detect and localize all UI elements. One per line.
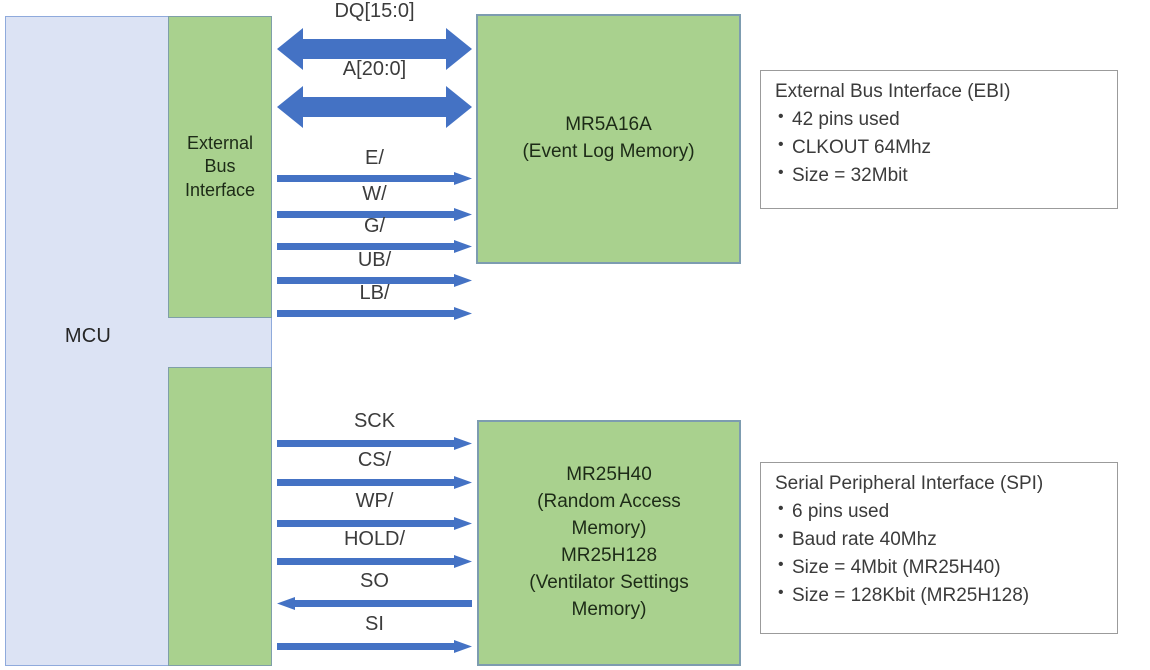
signal-g-label: G/ [363,215,386,237]
mem-bot-line-6: Memory) [571,598,647,620]
signal-lb-arrow-right [277,307,472,320]
signal-wp-arrow-right [277,517,472,530]
memory-block-mr5a16a-label: MR5A16A (Event Log Memory) [522,112,694,166]
mcu-ebi-label-line-2: Bus [204,156,236,177]
callout-spi-title: Serial Peripheral Interface (SPI) [775,473,1044,494]
signal-si-arrow-right [277,640,472,653]
mem-bot-line-5: (Ventilator Settings [529,571,689,593]
signal-sck-arrow-right [277,437,472,450]
mem-top-line-2: (Event Log Memory) [522,141,695,162]
mem-top-line-1: MR5A16A [565,114,652,136]
mcu-ebi-label-line-3: Interface [184,179,256,200]
signal-lb-label: LB/ [359,282,390,304]
callout-spi-item: 6 pins used [775,497,1105,526]
callout-ebi-list: 42 pins used CLKOUT 64Mhz Size = 32Mbit [775,105,1105,190]
mem-bot-line-1: MR25H40 [566,464,652,486]
signal-wp-label: WP/ [355,490,394,512]
mcu-ebi-block: External Bus Interface [168,16,272,318]
callout-ebi-item: CLKOUT 64Mhz [775,133,1105,162]
signal-ub-arrow-right [277,274,472,287]
mcu-ebi-label: External Bus Interface [183,132,257,201]
signal-a-arrow-bidirectional [277,86,472,128]
mem-bot-line-3: Memory) [571,518,647,540]
signal-sck-label: SCK [353,410,396,432]
memory-block-mr5a16a: MR5A16A (Event Log Memory) [476,14,741,264]
signal-w-label: W/ [362,183,387,205]
mcu-label: MCU [64,325,112,347]
signal-dq-label: DQ[15:0] [334,0,415,22]
mem-bot-line-2: (Random Access [537,491,681,513]
signal-cs-arrow-right [277,476,472,489]
signal-w-arrow-right [277,208,472,221]
mcu-ebi-label-line-1: External [186,133,254,154]
callout-ebi-item: 42 pins used [775,105,1105,134]
mem-bot-line-4: MR25H128 [560,545,658,566]
signal-g-arrow-right [277,240,472,253]
callout-spi-list: 6 pins used Baud rate 40Mhz Size = 4Mbit… [775,497,1105,610]
signal-e-label: E/ [365,147,384,169]
signal-ub-label: UB/ [357,249,392,271]
signal-so-arrow-left [277,597,472,610]
signal-hold-arrow-right [277,555,472,568]
signal-hold-label: HOLD/ [343,528,406,550]
callout-spi-item: Size = 128Kbit (MR25H128) [775,581,1105,610]
callout-ebi-item: Size = 32Mbit [775,161,1105,190]
signal-e-arrow-right [277,172,472,185]
callout-spi-item: Size = 4Mbit (MR25H40) [775,553,1105,582]
signal-cs-label: CS/ [357,449,392,471]
memory-block-mr25h: MR25H40 (Random Access Memory) MR25H128 … [477,420,741,666]
signal-a-label: A[20:0] [342,58,407,80]
mcu-spi-block [168,367,272,666]
signal-si-label: SI [365,613,384,635]
memory-block-mr25h-label: MR25H40 (Random Access Memory) MR25H128 … [529,462,688,624]
signal-so-label: SO [360,570,389,592]
signal-dq-arrow-bidirectional [277,28,472,70]
callout-ebi: External Bus Interface (EBI) 42 pins use… [760,70,1118,209]
callout-spi-item: Baud rate 40Mhz [775,525,1105,554]
callout-ebi-title: External Bus Interface (EBI) [775,81,1011,102]
callout-spi: Serial Peripheral Interface (SPI) 6 pins… [760,462,1118,634]
